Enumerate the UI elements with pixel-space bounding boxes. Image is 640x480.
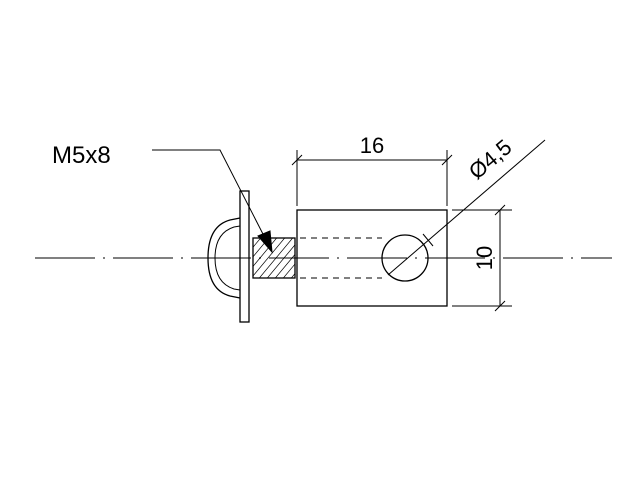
block-body bbox=[296, 209, 448, 307]
diameter-tick bbox=[422, 233, 434, 247]
screw-callout-arrow bbox=[257, 230, 273, 254]
screw-head-inner bbox=[214, 225, 241, 291]
height-tick-top bbox=[494, 204, 506, 216]
thread-hatching bbox=[253, 238, 295, 278]
diameter-dimension-text: Ø4,5 bbox=[464, 134, 517, 184]
screw-head bbox=[207, 217, 241, 299]
height-dimension-text: 10 bbox=[472, 246, 497, 270]
screw-callout-leader bbox=[152, 149, 266, 239]
diameter-leader bbox=[387, 139, 546, 276]
cross-hole bbox=[381, 234, 429, 282]
length-tick-left bbox=[291, 154, 303, 166]
screw-callout-text: M5x8 bbox=[52, 142, 111, 169]
screw-thread bbox=[252, 237, 296, 279]
length-dimension-text: 16 bbox=[360, 133, 384, 158]
length-tick-right bbox=[441, 154, 453, 166]
washer bbox=[239, 190, 250, 323]
height-tick-bottom bbox=[494, 300, 506, 312]
